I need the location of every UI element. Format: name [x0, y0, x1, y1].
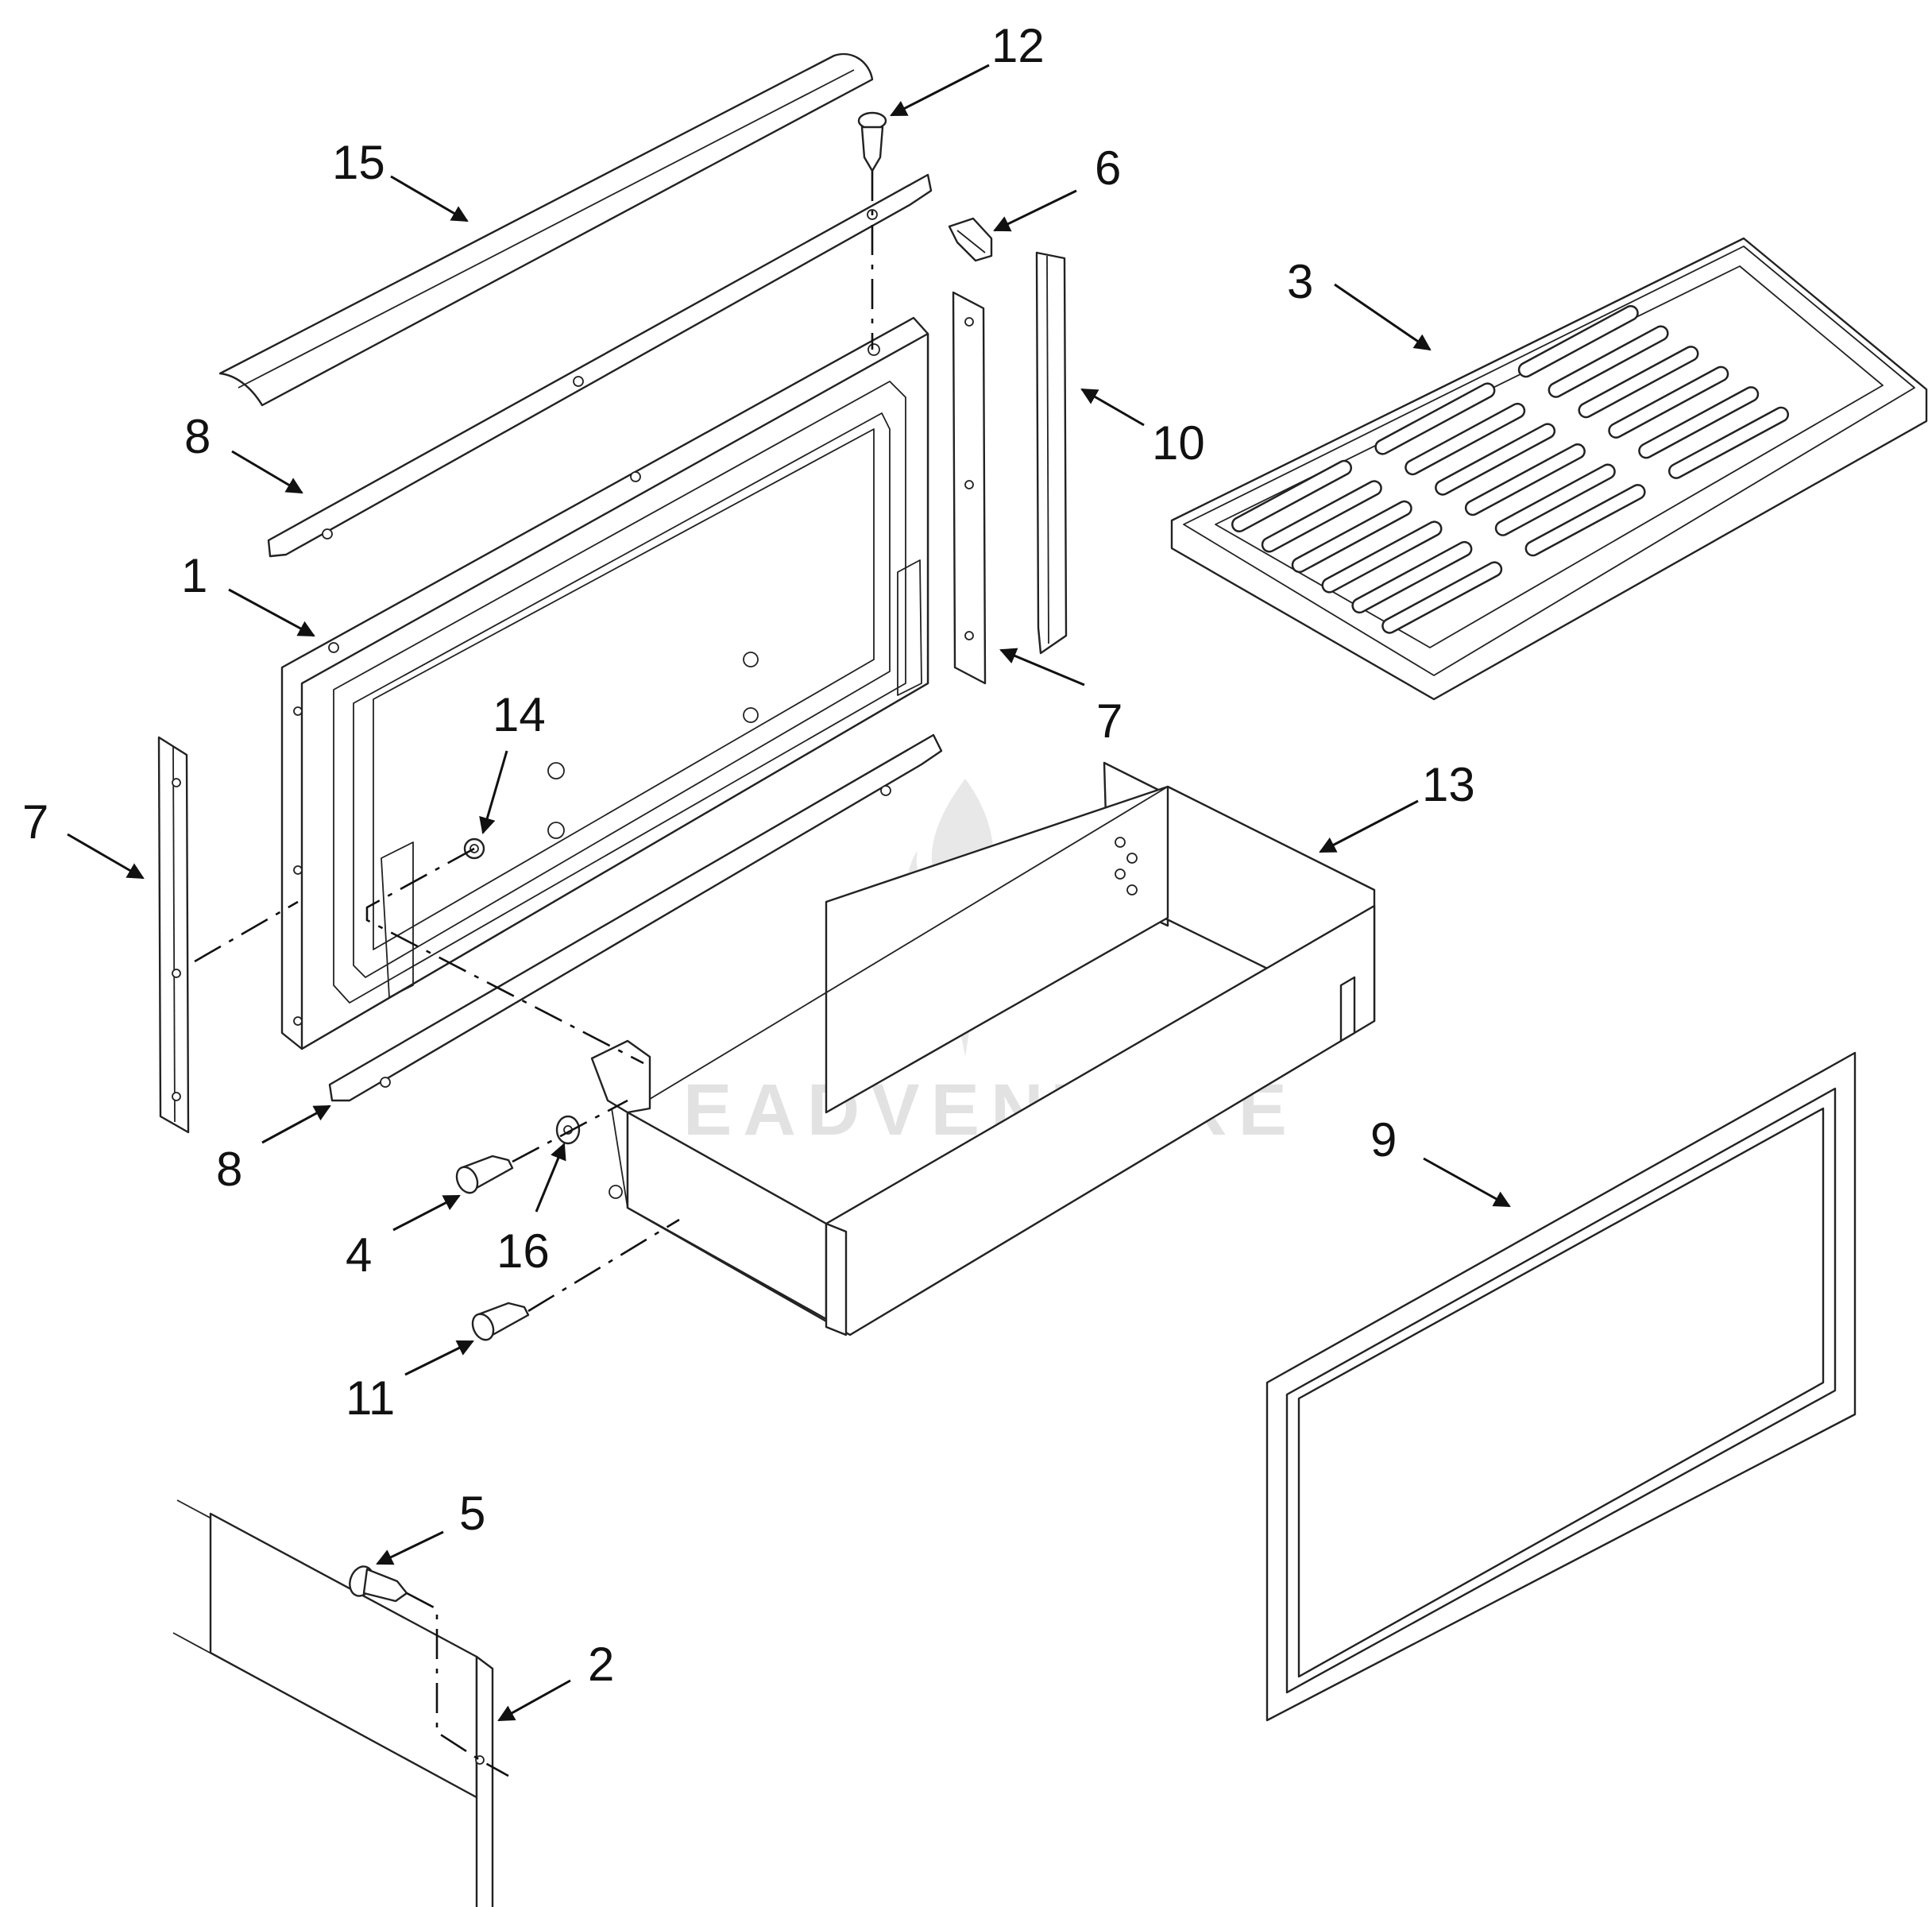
part-16-washer	[555, 1115, 581, 1145]
part-4-screw	[455, 1155, 514, 1194]
tray-slot-inner	[1520, 307, 1637, 376]
tray-slot-inner	[1436, 424, 1554, 494]
tray-slot-inner	[1353, 543, 1470, 612]
leader-9	[1423, 1157, 1511, 1208]
leader-5	[376, 1530, 444, 1565]
leader-6	[993, 189, 1077, 232]
part-1-door-frame	[280, 316, 929, 1050]
part-10-channel	[1035, 251, 1068, 655]
leader-7-right	[999, 648, 1085, 687]
callout-13: 13	[1422, 758, 1475, 811]
part-11-screw	[471, 1302, 530, 1341]
tray-slot-inner	[1609, 368, 1727, 437]
callout-9: 9	[1370, 1113, 1397, 1166]
tray-slot-inner	[1233, 462, 1350, 531]
assembly-line-4	[512, 1099, 628, 1163]
part-15-top-trim	[218, 53, 874, 407]
leader-3	[1334, 283, 1432, 351]
tray-slot-inner	[1263, 482, 1381, 551]
tray-slot-inner	[1580, 347, 1697, 416]
callout-11: 11	[346, 1371, 395, 1425]
tray-slot-inner	[1376, 384, 1493, 454]
tray-slot-inner	[1383, 563, 1501, 632]
tray-slot-inner	[1323, 522, 1440, 592]
callout-3: 3	[1287, 255, 1313, 308]
assembly-line-14-16	[365, 847, 644, 1065]
callout-15: 15	[332, 136, 385, 189]
leader-1	[228, 588, 315, 637]
callout-5: 5	[459, 1487, 485, 1540]
tray-slot-inner	[1466, 445, 1584, 514]
callout-16: 16	[497, 1224, 550, 1278]
leader-2	[497, 1679, 571, 1722]
leader-11	[404, 1340, 474, 1376]
callout-1: 1	[181, 549, 207, 602]
leader-4	[392, 1194, 461, 1232]
part-7-left-strip	[157, 736, 190, 1134]
part-7-right-strip	[952, 291, 987, 685]
leader-16	[535, 1143, 566, 1213]
leader-8-top	[231, 450, 303, 494]
leader-8-bottom	[261, 1104, 331, 1144]
part-6-clip	[948, 217, 993, 262]
tray-slot-inner	[1497, 466, 1614, 535]
leader-12	[890, 64, 990, 117]
callout-8-top: 8	[184, 410, 211, 463]
leader-14	[479, 750, 508, 835]
part-2-bottom-panel	[172, 1499, 494, 1907]
tray-slot-inner	[1293, 502, 1411, 571]
tray-slot-inner	[1640, 388, 1757, 457]
callout-7-left: 7	[22, 795, 48, 849]
part-5-screw	[349, 1565, 408, 1603]
part-12-screw	[857, 111, 887, 172]
callout-6: 6	[1095, 141, 1121, 195]
callout-7-right: 7	[1096, 694, 1122, 748]
callout-8-bottom: 8	[216, 1143, 242, 1196]
shelf-tray-slots	[1231, 305, 1789, 634]
part-13-drawer-bin	[590, 761, 1376, 1336]
callout-leaders	[67, 64, 1511, 1722]
leader-7-left	[67, 833, 145, 880]
callout-2: 2	[588, 1638, 614, 1691]
assembly-lines	[194, 171, 874, 1777]
callout-12: 12	[991, 19, 1045, 72]
tray-slot-inner	[1527, 485, 1644, 555]
tray-slot-inner	[1550, 327, 1667, 396]
leader-15	[390, 175, 469, 222]
callout-labels: 12 15 6 3 8 10 1 7 14 13 7 9 8 4 16 11 5…	[22, 19, 1475, 1691]
leader-10	[1080, 388, 1145, 427]
callout-10: 10	[1152, 416, 1205, 470]
assembly-line-11	[527, 1218, 680, 1313]
assembly-line-5	[406, 1592, 509, 1777]
tray-slot-inner	[1670, 408, 1787, 478]
part-9-gasket	[1265, 1051, 1857, 1722]
part-8-bottom-strip	[328, 733, 943, 1102]
callout-4: 4	[346, 1228, 372, 1282]
leader-13	[1319, 799, 1419, 853]
assembly-line-7-left	[194, 900, 299, 963]
tray-slot-inner	[1406, 404, 1524, 474]
callout-14: 14	[493, 688, 546, 741]
